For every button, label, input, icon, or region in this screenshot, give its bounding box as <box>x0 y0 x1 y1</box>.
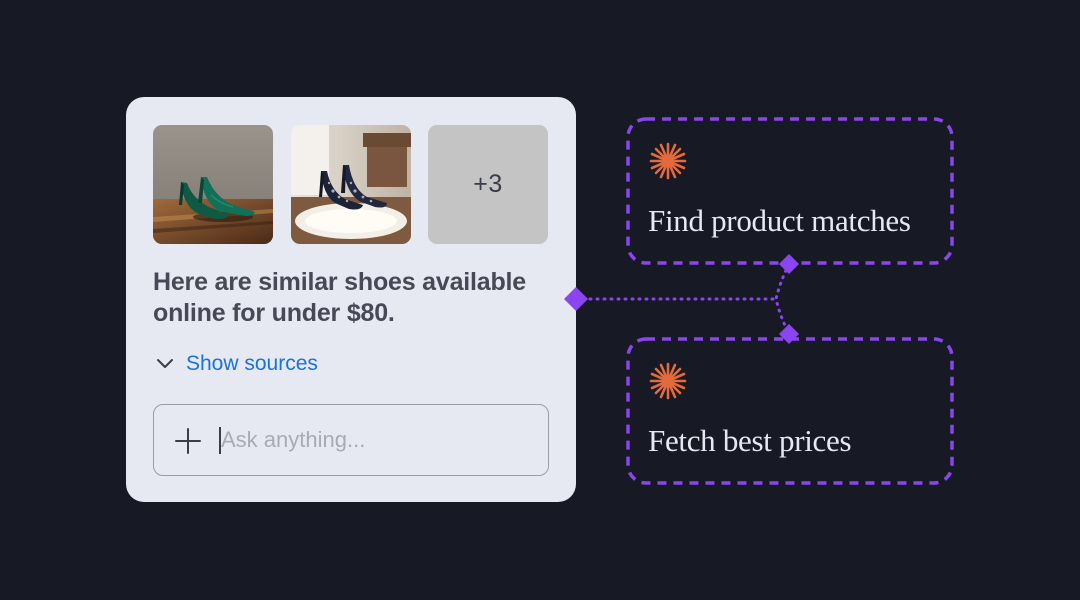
connector-node <box>564 287 588 311</box>
step-label: Fetch best prices <box>648 423 852 458</box>
step-frame <box>626 337 954 485</box>
navy-pumps-image <box>291 125 411 244</box>
step-find-product-matches: Find product matches <box>627 119 952 262</box>
text-cursor <box>219 427 221 454</box>
show-sources-toggle[interactable]: Show sources <box>156 352 318 376</box>
assistant-message: Here are similar shoes available online … <box>153 268 526 327</box>
plus-icon[interactable] <box>174 427 202 455</box>
chevron-down-icon <box>157 359 173 368</box>
more-thumbnails-tile[interactable]: +3 <box>428 125 548 244</box>
step-label: Find product matches <box>648 203 911 238</box>
burst-icon <box>649 142 687 180</box>
burst-icon <box>649 362 687 400</box>
step-fetch-best-prices: Fetch best prices <box>627 339 952 482</box>
product-thumbnail[interactable] <box>153 125 273 244</box>
chat-input-box[interactable] <box>153 404 549 476</box>
product-thumbnail[interactable] <box>291 125 411 244</box>
green-pumps-image <box>153 125 273 244</box>
step-frame <box>626 117 954 265</box>
chat-card: +3 Here are similar shoes available onli… <box>126 97 576 502</box>
more-count: +3 <box>473 170 503 198</box>
ask-input[interactable] <box>221 425 521 455</box>
show-sources-label: Show sources <box>186 352 318 375</box>
